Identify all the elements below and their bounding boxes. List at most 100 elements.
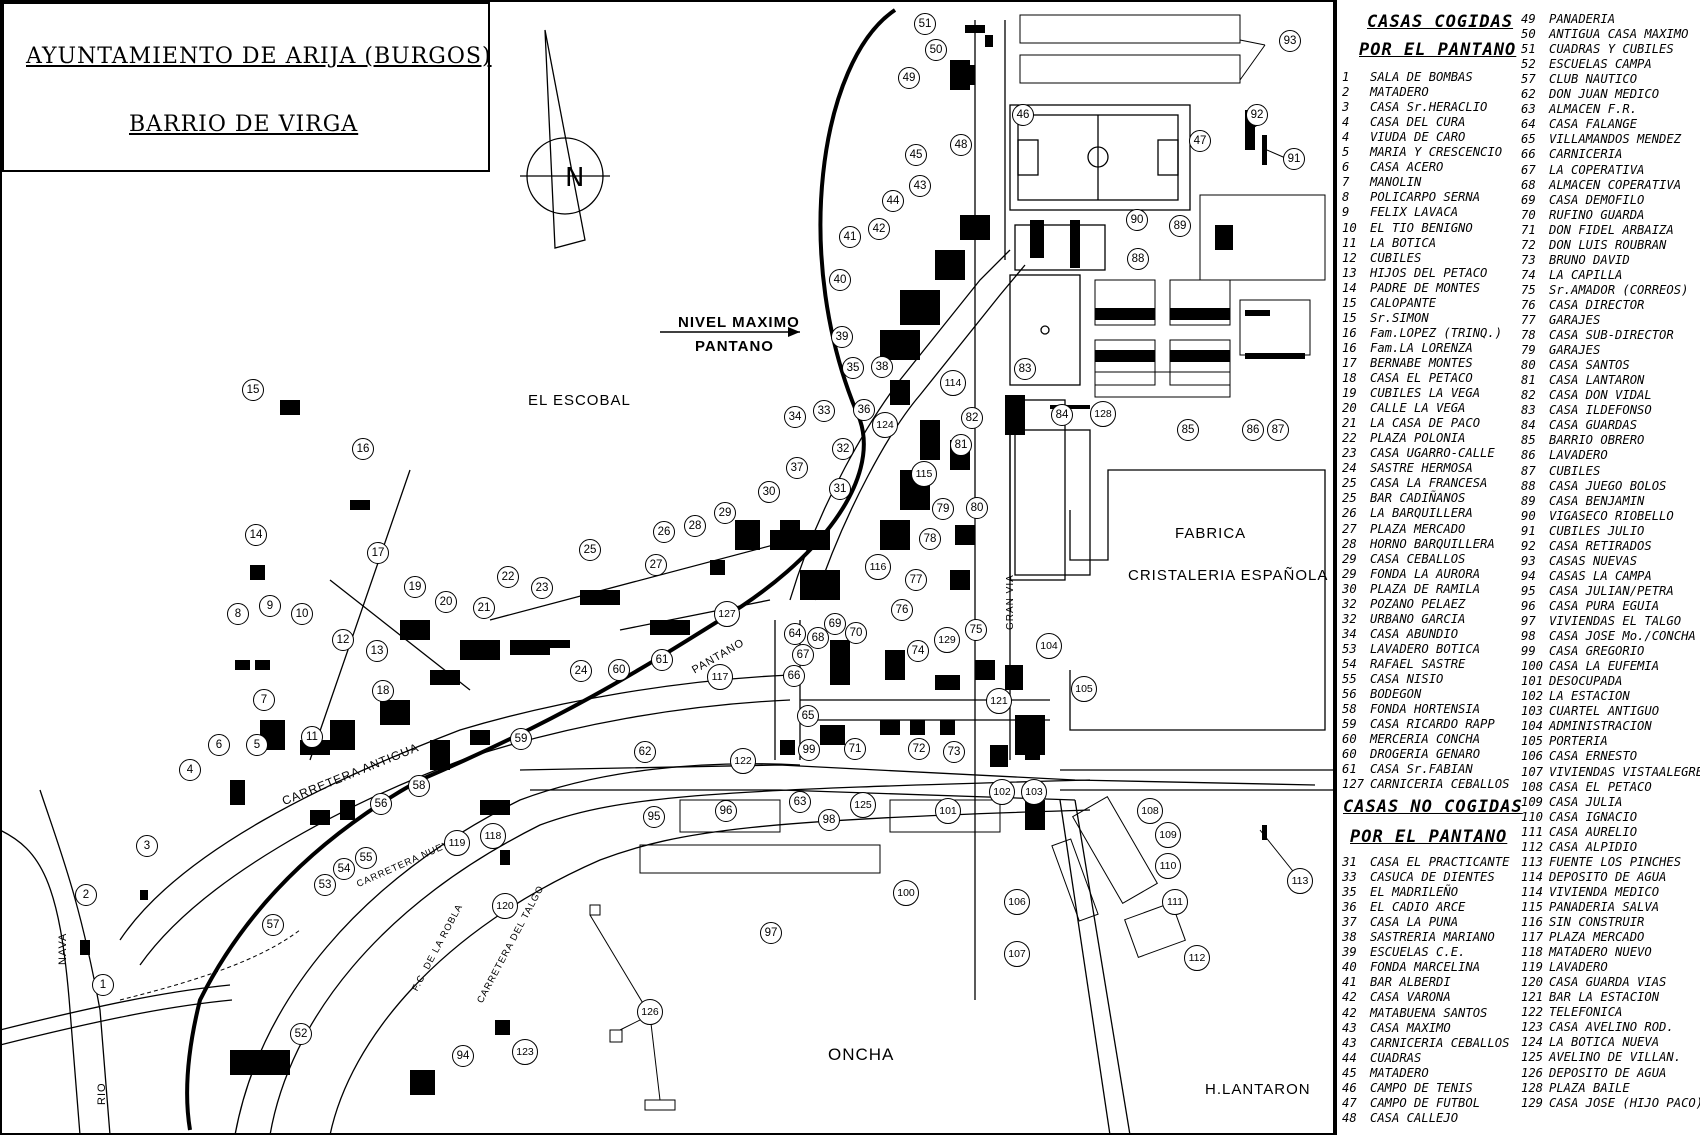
legend-entry-label: SIN CONSTRUIR [1549, 915, 1645, 929]
legend-entry-number: 23 [1342, 446, 1357, 461]
legend-entry-label: VIGASECO RIOBELLO [1549, 508, 1674, 523]
legend-entry-label: LA BOTICA NUEVA [1549, 1035, 1660, 1050]
legend-entry-label: CASA JULIA [1549, 794, 1623, 809]
legend-no-cogidas-title-1: CASAS NO COGIDAS [1343, 797, 1523, 817]
legend-entry-number: 88 [1521, 478, 1536, 493]
legend-entry-label: CAMPO DE TENIS [1370, 1080, 1473, 1095]
legend-entry-number: 129 [1521, 1095, 1544, 1110]
legend-entry-number: 95 [1521, 583, 1536, 598]
legend-entry-label: AVELINO DE VILLAN. [1549, 1050, 1682, 1065]
legend-entry-number: 69 [1521, 192, 1536, 207]
map-marker-53: 53 [314, 874, 336, 896]
legend-entry-number: 36 [1342, 900, 1357, 915]
legend-entry-number: 30 [1342, 581, 1357, 596]
legend-entry-label: MERCERIA CONCHA [1370, 732, 1481, 747]
sports-fields [1009, 104, 1191, 386]
legend-entry-label: CASA PURA EGUIA [1549, 598, 1660, 613]
legend-entry-number: 18 [1342, 371, 1357, 385]
legend-entry-label: MANOLIN [1370, 175, 1422, 190]
map-marker-27: 27 [645, 554, 667, 576]
legend-entry-label: ESCUELAS CAMPA [1549, 57, 1652, 72]
map-marker-82: 82 [961, 407, 983, 429]
legend-entry: 116 SIN CONSTRUIR [1521, 915, 1644, 930]
map-marker-85: 85 [1177, 419, 1199, 441]
legend-entry-label: CASA RICARDO RAPP [1370, 717, 1495, 732]
legend-entry-number: 81 [1521, 373, 1536, 388]
legend-entry-label: CASA JOSE (HIJO PACO) [1549, 1095, 1700, 1110]
legend-entry-label: GARAJES [1549, 343, 1601, 358]
legend-entry-label: ESCUELAS C.E. [1370, 945, 1466, 960]
legend-entry-label: CUBILES [1370, 250, 1422, 265]
legend-entry-number: 63 [1521, 102, 1536, 117]
legend-entry-number: 11 [1342, 235, 1357, 250]
legend-entry-number: 84 [1521, 418, 1536, 433]
legend-entry-number: 116 [1521, 915, 1544, 929]
legend-entry-label: BAR ALBERDI [1370, 975, 1451, 990]
map-marker-11: 11 [301, 726, 323, 748]
legend-entry-label: DEPOSITO DE AGUA [1549, 869, 1667, 884]
legend-entry-number: 38 [1342, 930, 1357, 945]
legend-entry-number: 58 [1342, 702, 1357, 717]
legend-entry-label: RUFINO GUARDA [1549, 207, 1645, 222]
legend-entry-number: 17 [1342, 355, 1357, 370]
map-marker-1: 1 [92, 974, 114, 996]
legend-entry-label: DEPOSITO DE AGUA [1549, 1065, 1667, 1080]
map-marker-102: 102 [989, 779, 1015, 805]
legend-entry-label: VILLAMANDOS MENDEZ [1549, 132, 1682, 147]
map-marker-123: 123 [512, 1039, 538, 1065]
legend-entry-label: EL CADIO ARCE [1370, 900, 1466, 915]
map-marker-115: 115 [911, 461, 937, 487]
legend-entry-number: 12 [1342, 250, 1357, 265]
legend-entry-number: 108 [1521, 779, 1544, 794]
legend-entry-label: EL TIO BENIGNO [1370, 220, 1473, 235]
legend-entry-label: CUADRAS [1370, 1050, 1422, 1065]
legend-entry-label: ALMACEN F.R. [1549, 102, 1638, 117]
map-marker-68: 68 [807, 627, 829, 649]
map-marker-112: 112 [1184, 945, 1210, 971]
map-marker-129: 129 [934, 627, 960, 653]
map-marker-110: 110 [1155, 853, 1181, 879]
legend-entry-label: VIVIENDA MEDICO [1549, 884, 1660, 899]
legend-entry-label: CASA GREGORIO [1549, 644, 1645, 659]
map-marker-114: 114 [940, 370, 966, 396]
map-marker-88: 88 [1127, 248, 1149, 270]
legend-entry-label: CASA GUARDAS [1549, 418, 1638, 433]
legend-entry-number: 64 [1521, 117, 1536, 132]
map-marker-20: 20 [435, 591, 457, 613]
legend-entry-number: 48 [1342, 1110, 1357, 1125]
legend-entry-label: FONDA MARCELINA [1370, 960, 1481, 975]
legend-entry-number: 123 [1521, 1020, 1544, 1035]
legend-entry-number: 90 [1521, 508, 1536, 523]
legend-entry-label: CASA ALPIDIO [1549, 839, 1638, 854]
legend-entry-label: LA BARQUILLERA [1370, 506, 1473, 521]
map-marker-109: 109 [1155, 822, 1181, 848]
legend-entry-number: 42 [1342, 990, 1357, 1005]
map-marker-15: 15 [242, 379, 264, 401]
legend-entry-number: 55 [1342, 672, 1357, 686]
legend-entry-label: CASA UGARRO-CALLE [1370, 446, 1495, 461]
